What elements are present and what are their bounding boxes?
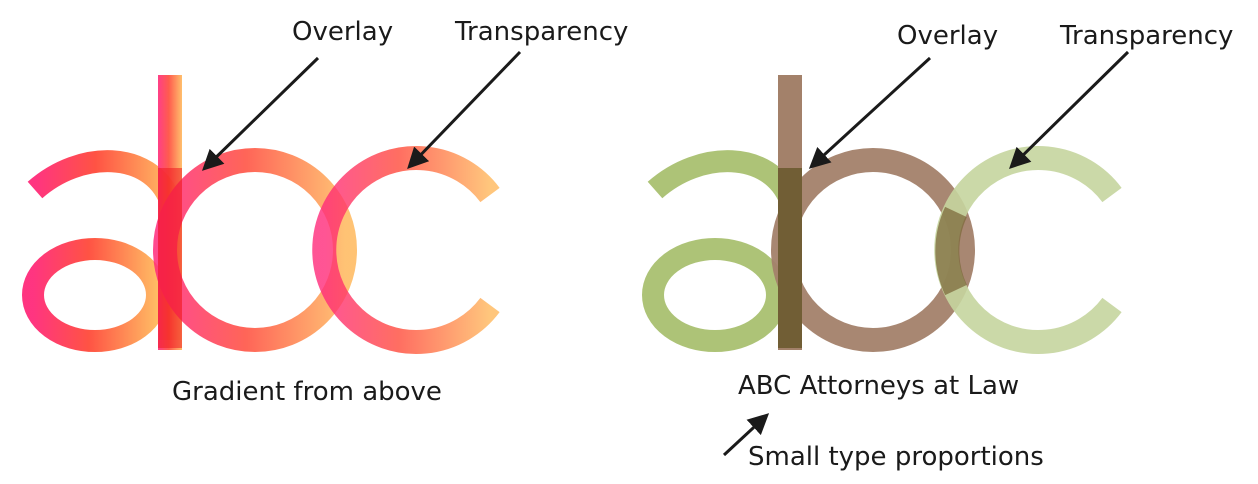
left-transparency-label: Transparency [454, 17, 628, 47]
left-overlay-arrow [201, 56, 320, 171]
right-note: Small type proportions [748, 442, 1044, 472]
right-abc-logo [642, 75, 1122, 354]
left-letter-a-bowl [22, 238, 168, 352]
right-transparency-label: Transparency [1059, 21, 1233, 51]
right-letter-a-bowl [642, 238, 788, 352]
left-overlay-label: Overlay [292, 17, 393, 47]
right-note-arrow [722, 413, 770, 457]
right-overlap-bc [935, 206, 968, 296]
left-overlap-shade [158, 168, 182, 348]
right-caption: ABC Attorneys at Law [738, 371, 1019, 401]
right-overlay-arrow [808, 56, 932, 169]
right-transparency-arrow [1009, 50, 1130, 169]
left-transparency-arrow [407, 50, 522, 170]
right-overlap-ab [778, 168, 802, 348]
left-caption: Gradient from above [172, 377, 442, 407]
left-abc-logo [22, 75, 500, 354]
right-overlay-label: Overlay [897, 21, 998, 51]
left-letter-c [312, 146, 500, 354]
